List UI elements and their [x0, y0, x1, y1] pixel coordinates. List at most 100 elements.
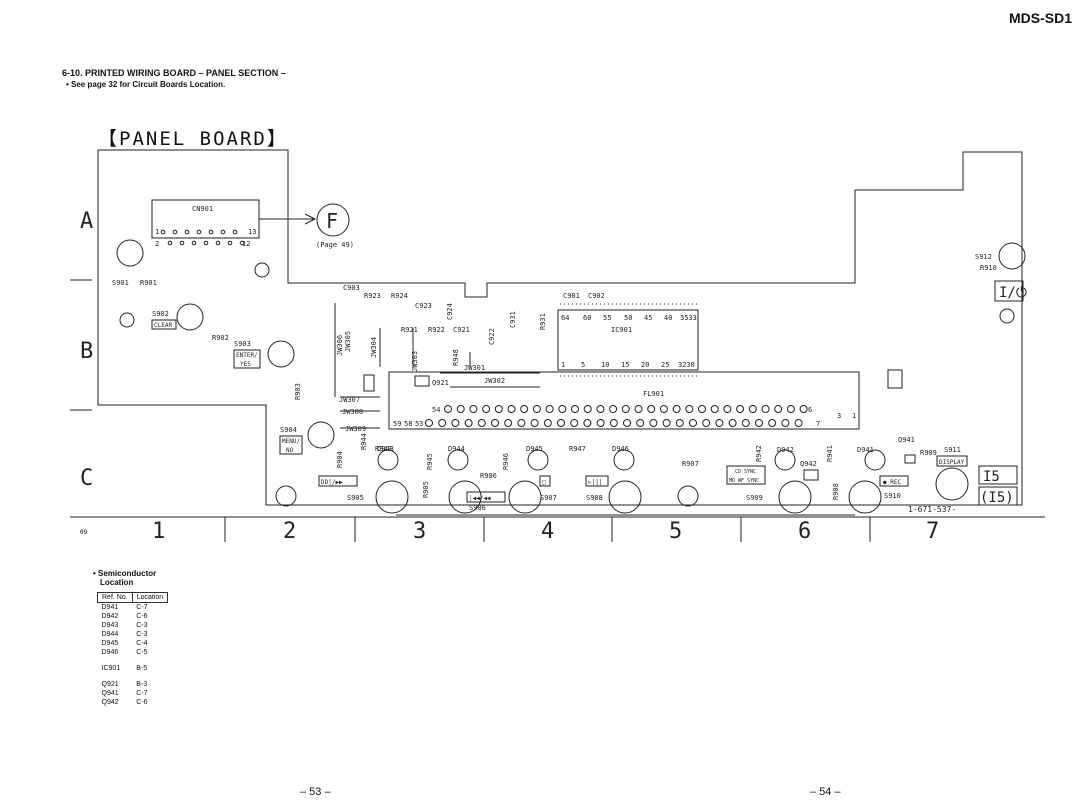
- fl901-pin: [634, 405, 643, 413]
- fl901-pin: [469, 405, 478, 413]
- part-label: R946: [502, 453, 510, 470]
- part-label: R945: [426, 453, 434, 470]
- page-ref: (Page 49): [316, 241, 354, 249]
- part-label: JW304: [370, 337, 378, 358]
- fl901-pin: [532, 405, 541, 413]
- section-title: 6-10. PRINTED WIRING BOARD – PANEL SECTI…: [62, 68, 286, 78]
- part-label: 55: [603, 314, 611, 322]
- cn901-pin: [220, 229, 226, 235]
- page-number-left: – 53 –: [300, 786, 331, 798]
- loc-cell: C-4: [136, 640, 148, 647]
- fl901-pin: [507, 405, 516, 413]
- switch-s906: [448, 480, 482, 514]
- part-label: R942: [755, 445, 763, 462]
- fl901-pin: [672, 405, 681, 413]
- cn901-pin: [167, 240, 173, 246]
- part-label: R909: [920, 449, 937, 457]
- fl901-pin: [755, 419, 763, 427]
- fl901-pin: [647, 405, 656, 413]
- led-d943: [377, 449, 399, 471]
- part-label: R910: [980, 264, 997, 272]
- part-label: D945: [526, 445, 543, 453]
- f-connector-label: F: [326, 209, 338, 233]
- part-label: R901: [140, 279, 157, 287]
- fl901-pin: [609, 419, 618, 427]
- part-label: 59: [393, 420, 401, 428]
- fl901-pin: [621, 405, 630, 413]
- switch-s907: [508, 480, 542, 514]
- fl901-display: [388, 371, 860, 430]
- part-label: S911: [944, 446, 961, 454]
- part-label: 53: [415, 420, 423, 428]
- part-label: DD|/▶▶: [321, 479, 343, 486]
- col-label-4: 4: [541, 519, 554, 544]
- part-label: 3230: [678, 361, 695, 369]
- part-label: JW308: [342, 408, 363, 416]
- fl901-pin: [438, 419, 447, 427]
- fl901-pin: [570, 419, 579, 427]
- part-label: 45: [644, 314, 652, 322]
- led-d945: [527, 449, 549, 471]
- part-label: S903: [234, 340, 251, 348]
- fl901-pin: [623, 419, 631, 427]
- fl901-pin: [799, 405, 808, 413]
- cn901-pin: [184, 229, 190, 235]
- part-label: JW302: [484, 377, 505, 385]
- part-label: C923: [415, 302, 432, 310]
- cn901-pin: [203, 240, 209, 246]
- part-label: S901: [112, 279, 129, 287]
- part-label: R941: [826, 445, 834, 462]
- part-label: 60: [583, 314, 591, 322]
- ref-cell: Q942: [101, 699, 119, 706]
- ref-cell: D944: [101, 631, 119, 638]
- fl901-pin: [571, 405, 579, 413]
- fl901-pin: [761, 405, 770, 413]
- part-label: R947: [569, 445, 586, 453]
- part-label: D946: [612, 445, 629, 453]
- fl901-pin: [675, 419, 684, 427]
- led-d942: [774, 449, 796, 471]
- part-label: D942: [777, 446, 794, 454]
- switch-s910: [848, 480, 882, 514]
- board-title: 【PANEL BOARD】: [98, 128, 288, 150]
- switch-s904: [307, 421, 335, 449]
- row-label-a: A: [80, 209, 93, 234]
- part-label: S909: [746, 494, 763, 502]
- ref-cell: D942: [101, 613, 119, 620]
- fl901-pin: [477, 419, 486, 427]
- fl901-pin: [689, 419, 697, 427]
- fl901-pin: [710, 405, 719, 413]
- fl901-pin: [662, 419, 671, 427]
- part-label: 5: [581, 361, 585, 369]
- cn901-pin: [232, 229, 238, 235]
- part-label: ● REC: [883, 479, 901, 486]
- part-label: 13: [248, 228, 256, 236]
- col-label-5: 5: [669, 519, 682, 544]
- part-label: 3: [837, 412, 841, 420]
- cn901-label: CN901: [192, 205, 213, 213]
- part-label: 54: [432, 406, 440, 414]
- cn901-pin: [208, 229, 214, 235]
- fl901-pin: [530, 419, 539, 427]
- fl901-pin: [715, 419, 724, 427]
- switch-s901: [116, 239, 144, 267]
- loc-cell: C-6: [136, 699, 148, 706]
- corner-code: 09: [80, 529, 88, 536]
- ref-cell: D943: [101, 622, 119, 629]
- part-label: R923: [364, 292, 381, 300]
- switch-s909: [778, 480, 812, 514]
- part-label: 25: [661, 361, 669, 369]
- loc-cell: C-3: [136, 622, 148, 629]
- part-label: ENTER/: [236, 352, 258, 359]
- semiconductor-heading: • Semiconductor Location: [93, 569, 157, 587]
- part-label: S907: [540, 494, 557, 502]
- part-label: S904: [280, 426, 297, 434]
- part-label: MENU/: [282, 438, 300, 445]
- fl901-pin: [583, 419, 592, 427]
